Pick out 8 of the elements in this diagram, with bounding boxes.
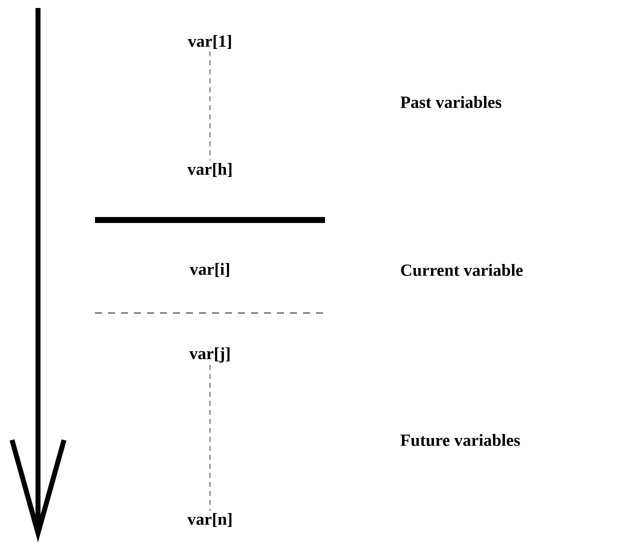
variable-label: var[h] [187,162,232,178]
variable-label: var[j] [189,347,230,363]
section-label: Past variables [400,96,502,108]
section-label: Future variables [400,434,520,446]
variable-label: var[i] [190,262,230,278]
section-label: Current variable [401,264,523,276]
variable-label: var[1] [188,34,231,50]
variable-label: var[n] [187,512,232,528]
